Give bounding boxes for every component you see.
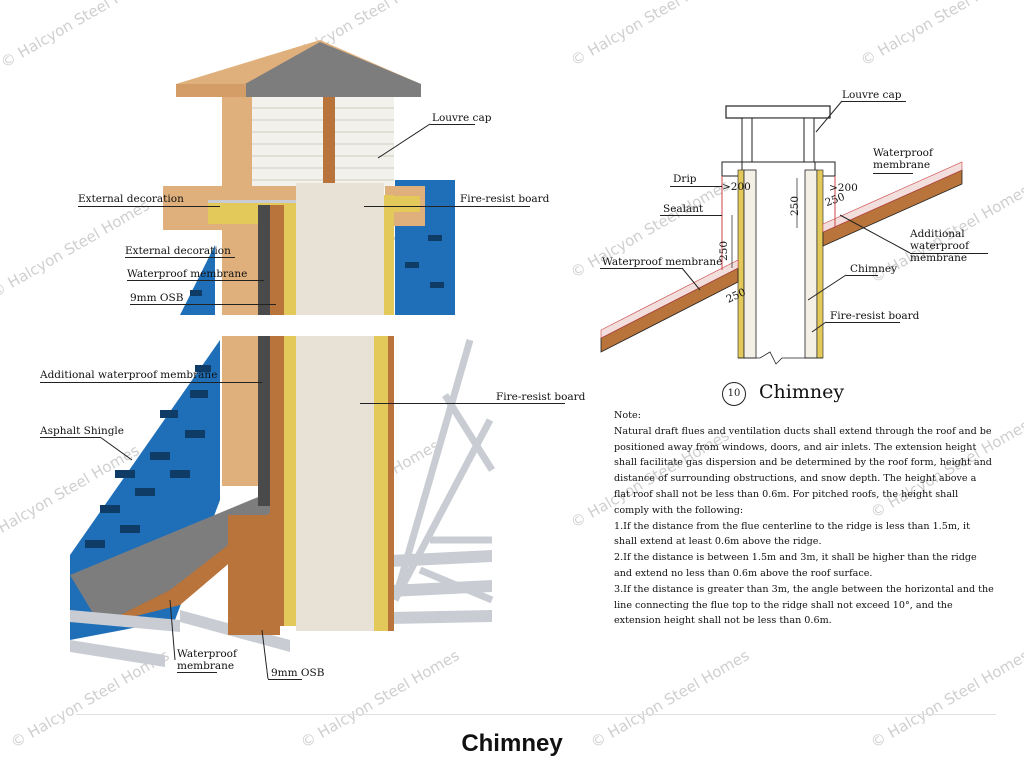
notes-item: 2.If the distance is between 1.5m and 3m… bbox=[614, 552, 977, 579]
callout-line bbox=[177, 672, 217, 673]
callout-line bbox=[430, 124, 475, 125]
callout-line bbox=[670, 186, 722, 187]
callout-line bbox=[842, 101, 906, 102]
label-fire-resist-board-top: Fire-resist board bbox=[460, 193, 550, 205]
label-additional-waterproof-section: Additional waterproof membrane bbox=[910, 228, 969, 264]
label-drip: Drip bbox=[673, 173, 697, 185]
label-fire-resist-board-section: Fire-resist board bbox=[830, 310, 920, 322]
callout-line bbox=[127, 280, 264, 281]
callout-line bbox=[873, 173, 913, 174]
page-caption: Chimney bbox=[461, 730, 563, 757]
callout-line bbox=[660, 215, 722, 216]
label-asphalt-shingle: Asphalt Shingle bbox=[40, 425, 124, 437]
figure-title: Chimney bbox=[759, 381, 845, 403]
callout-line bbox=[125, 257, 235, 258]
figure-number: 10 bbox=[722, 382, 746, 406]
label-sealant: Sealant bbox=[663, 203, 704, 215]
label-fire-resist-board-bottom: Fire-resist board bbox=[496, 391, 586, 403]
label-chimney-section: Chimney bbox=[850, 263, 898, 275]
callout-line bbox=[364, 206, 530, 207]
callout-line bbox=[130, 304, 276, 305]
divider bbox=[76, 714, 996, 715]
notes-heading: Note: bbox=[614, 410, 641, 421]
callout-line bbox=[40, 382, 262, 383]
label-louvre-cap-section: Louvre cap bbox=[842, 89, 902, 101]
callout-line bbox=[360, 403, 565, 404]
notes-intro: Natural draft flues and ventilation duct… bbox=[614, 425, 992, 516]
label-osb-top: 9mm OSB bbox=[130, 292, 184, 304]
notes-item: 1.If the distance from the flue centerli… bbox=[614, 520, 970, 548]
label-external-decoration-2: External decoration bbox=[125, 245, 231, 257]
callout-line bbox=[910, 253, 988, 254]
label-louvre-cap: Louvre cap bbox=[432, 112, 492, 124]
callout-line bbox=[600, 268, 682, 269]
label-waterproof-membrane-bottom: Waterproof membrane bbox=[177, 648, 237, 672]
label-osb-bottom: 9mm OSB bbox=[271, 667, 325, 679]
label-external-decoration-1: External decoration bbox=[78, 193, 184, 205]
callout-line bbox=[40, 437, 100, 438]
notes-item: 3.If the distance is greater than 3m, th… bbox=[614, 583, 994, 627]
label-waterproof-membrane-top: Waterproof membrane bbox=[127, 268, 248, 280]
label-waterproof-membrane-left: Waterproof membrane bbox=[602, 256, 723, 268]
label-waterproof-membrane-right: Waterproof membrane bbox=[873, 147, 933, 171]
label-additional-waterproof-membrane: Additional waterproof membrane bbox=[40, 369, 218, 381]
callout-line bbox=[78, 206, 220, 207]
callout-line bbox=[826, 322, 900, 323]
label-dim-200-right: >200 bbox=[829, 182, 858, 194]
notes-block: Note: Natural draft flues and ventilatio… bbox=[614, 408, 994, 629]
label-dim-200-left: >200 bbox=[722, 181, 751, 193]
callout-line bbox=[268, 679, 302, 680]
callout-line bbox=[846, 275, 878, 276]
